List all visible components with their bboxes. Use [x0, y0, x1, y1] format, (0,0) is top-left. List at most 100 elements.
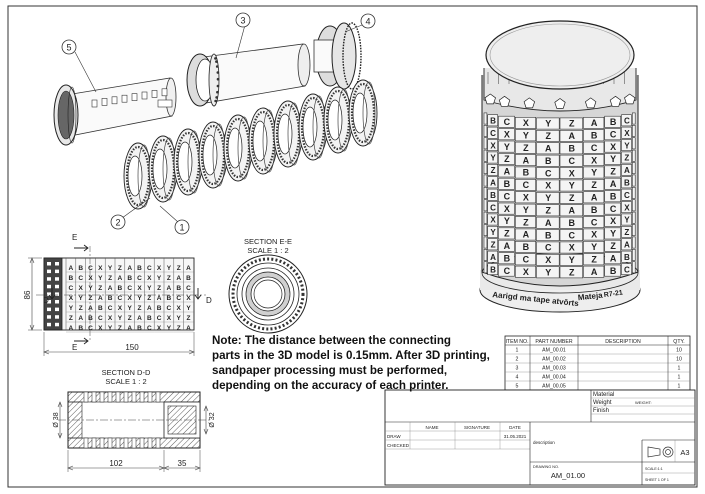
model-letter: A	[624, 166, 630, 175]
balloon-5	[61, 39, 77, 55]
front-letter: Z	[108, 275, 112, 282]
model-letter: Y	[545, 268, 551, 278]
crown-pentagon	[484, 93, 496, 105]
front-letter: X	[157, 325, 162, 332]
model-letter-cell	[487, 213, 499, 226]
front-letter: Z	[98, 285, 102, 292]
front-letter: X	[108, 315, 113, 322]
model-letter: Z	[591, 255, 597, 265]
model-letter: X	[523, 193, 529, 203]
model-letter-cell	[498, 165, 515, 178]
front-letter: A	[167, 285, 172, 292]
model-letter-cell	[498, 115, 515, 128]
front-letter: C	[88, 325, 93, 332]
model-letter-cell	[583, 241, 605, 253]
tb-size: A3	[680, 448, 689, 457]
model-letter-cell	[514, 241, 536, 253]
model-letter: B	[545, 156, 552, 166]
model-letter: C	[610, 204, 617, 214]
front-letter: A	[108, 285, 113, 292]
front-letter: X	[79, 285, 84, 292]
front-letter: C	[176, 295, 181, 302]
sleeve-detent	[214, 99, 217, 103]
front-letter: Y	[108, 265, 113, 272]
model-letter: B	[624, 253, 630, 262]
note-line-1: Note: The distance between the connectin…	[212, 334, 451, 347]
front-end-tooth	[47, 322, 51, 327]
model-letter: Z	[504, 154, 510, 164]
front-letter: Y	[108, 325, 113, 332]
front-letter: A	[186, 325, 191, 332]
model-letter: A	[624, 241, 630, 250]
model-letter-cell	[583, 191, 605, 204]
model-letter-cell	[498, 190, 515, 203]
front-letter: A	[157, 295, 162, 302]
dd-ring-gap	[107, 437, 113, 449]
dd-ring-gap	[83, 391, 89, 403]
model-letter: B	[504, 253, 511, 263]
model-letter: A	[504, 241, 511, 251]
dd-ring-gap	[155, 391, 161, 403]
dd-ring-gap	[91, 437, 97, 449]
section-ee-title: SECTION E-E	[244, 237, 292, 246]
model-letter: X	[504, 204, 510, 214]
model-letter-cell	[604, 190, 622, 203]
model-letter-cell	[514, 265, 536, 278]
model-letter: Z	[504, 229, 510, 239]
front-end-tooth	[47, 262, 51, 266]
bom-cell: 5	[516, 384, 519, 390]
model-letter: X	[504, 129, 510, 139]
bom-cell: 1	[678, 384, 681, 390]
model-letter: B	[490, 265, 496, 274]
bom-cell: AM_00.05	[542, 384, 566, 390]
model-letter: C	[624, 191, 630, 200]
balloon-3	[235, 12, 251, 28]
model-letter: A	[523, 230, 530, 240]
front-letter: X	[98, 325, 103, 332]
model-letter: Z	[624, 228, 629, 237]
model-letter-cell	[514, 179, 536, 191]
front-letter: Z	[138, 305, 142, 312]
front-letter: C	[137, 275, 142, 282]
bom-cell: AM_00.02	[542, 357, 566, 363]
front-letter: B	[137, 325, 142, 332]
model-letter: C	[591, 143, 598, 153]
shaft-slot	[151, 90, 158, 98]
front-end-tooth	[55, 277, 59, 281]
model-letter-cell	[621, 176, 632, 189]
model-letter: X	[523, 267, 529, 277]
model-letter: X	[569, 168, 575, 178]
tb-draw-date: 31.05.2021	[504, 434, 527, 439]
model-letter-cell	[514, 203, 536, 216]
part-4-end-wheel	[313, 22, 362, 90]
model-letter-cell	[487, 151, 499, 164]
model-letter-cell	[483, 199, 488, 212]
crown-pentagon	[523, 97, 536, 109]
model-letter-cell	[559, 179, 584, 192]
model-letter-cell	[498, 177, 515, 190]
model-letter-cell	[631, 199, 636, 212]
model-letter-cell	[621, 188, 632, 201]
tb-material-label: Material	[593, 392, 614, 398]
balloon-callouts: 5 3 4 2 1	[61, 12, 376, 235]
model-letter-cell	[483, 236, 488, 249]
bom-cell: 1	[678, 375, 681, 381]
model-letter: X	[610, 216, 616, 226]
front-letter: A	[186, 265, 191, 272]
note-line-3: sandpaper processing must be performed,	[212, 364, 448, 377]
model-letter-cell	[583, 265, 605, 278]
model-letter-cell	[514, 117, 536, 129]
front-letter: C	[147, 325, 152, 332]
model-letter: X	[523, 118, 529, 128]
model-letter-cell	[583, 117, 605, 129]
front-letter: Z	[79, 305, 83, 312]
model-letter-cell	[487, 188, 499, 201]
front-letter: A	[78, 315, 83, 322]
dd-ring-gap	[83, 437, 89, 449]
front-letter: C	[88, 265, 93, 272]
model-letter-cell	[621, 164, 632, 176]
front-letter: Y	[88, 285, 93, 292]
front-letter: X	[167, 315, 172, 322]
front-letter: B	[69, 275, 74, 282]
section-mark-e-top: E	[72, 233, 77, 242]
